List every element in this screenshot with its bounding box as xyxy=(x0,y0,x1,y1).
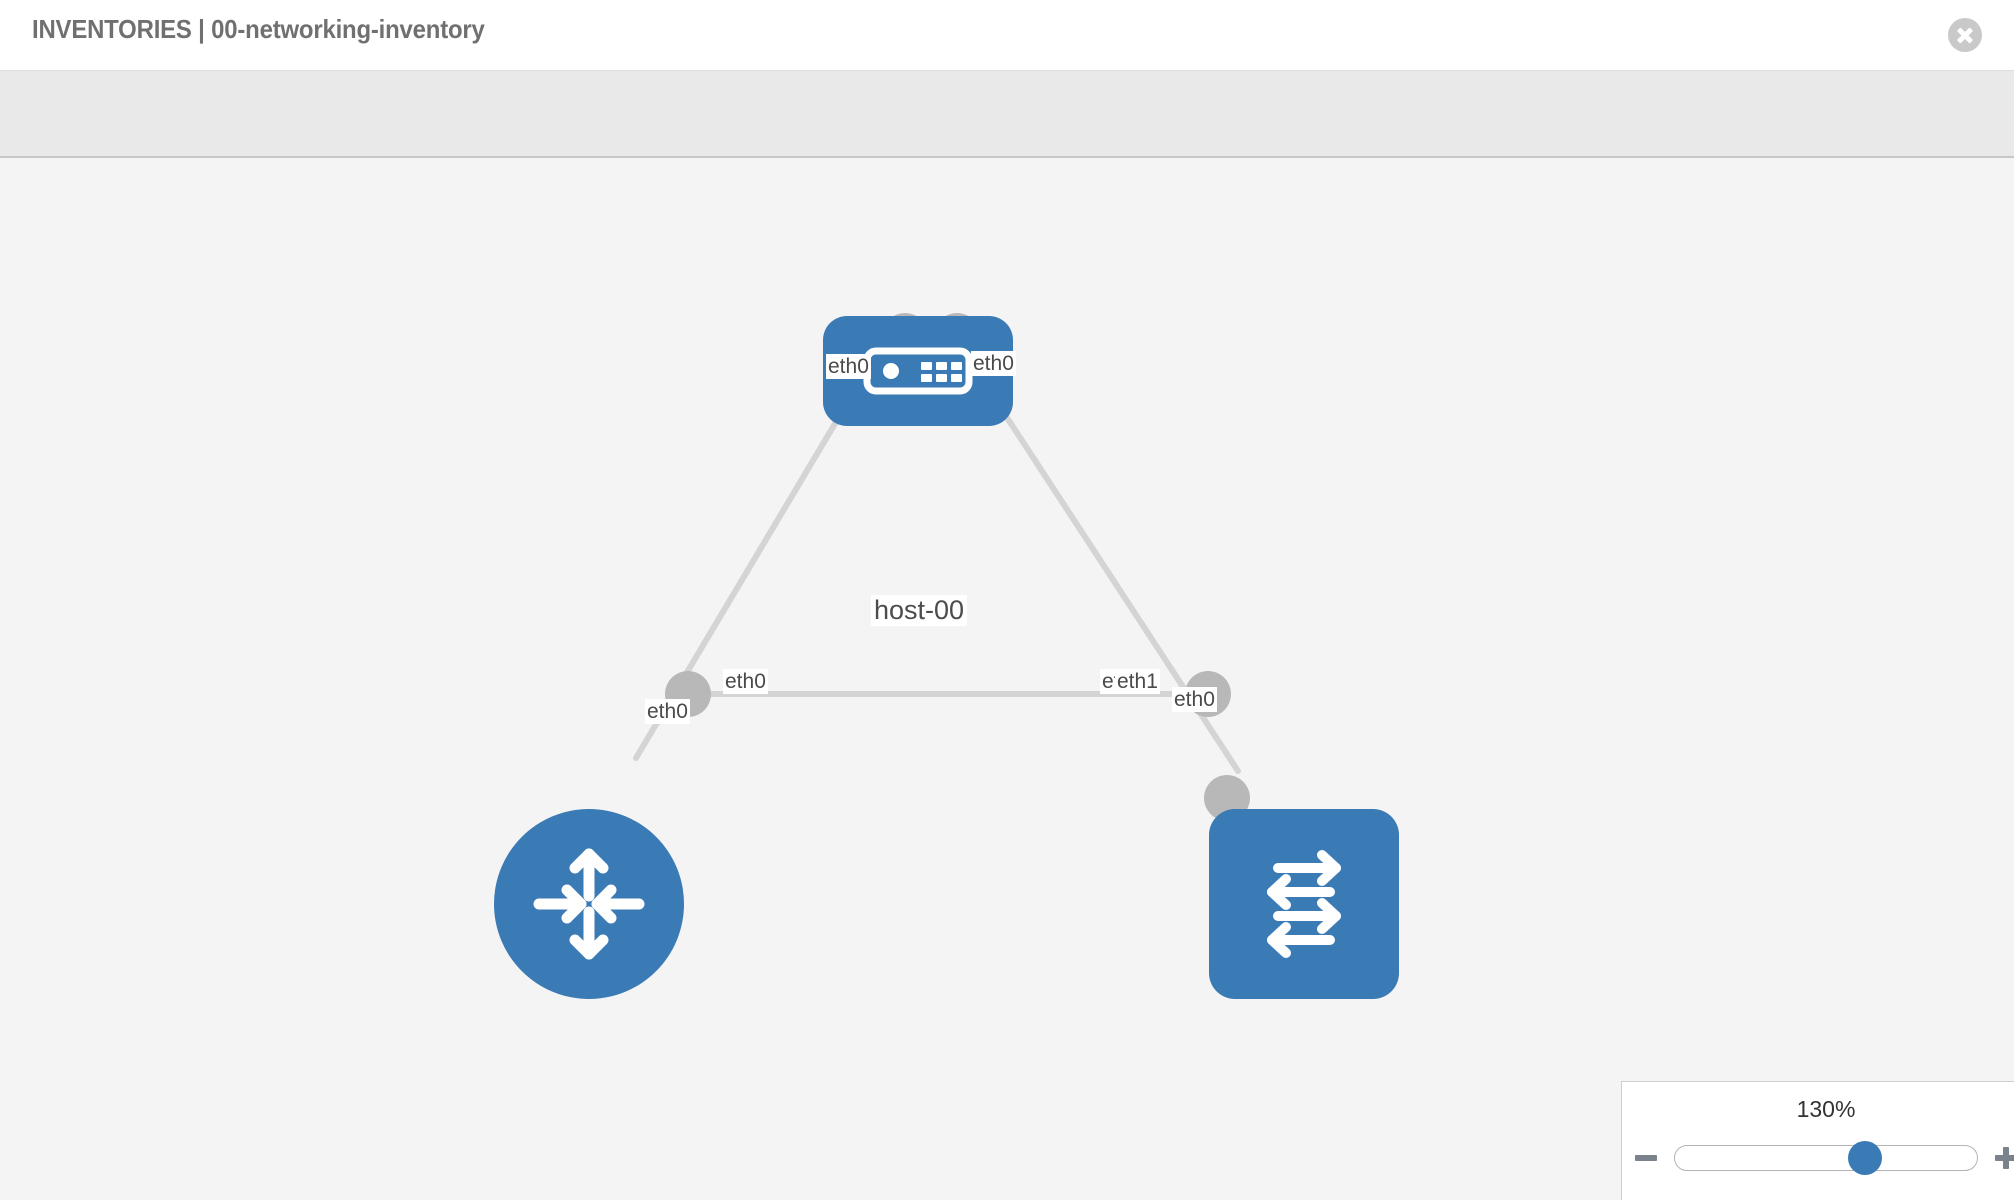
page-header: INVENTORIES | 00-networking-inventory xyxy=(0,0,2014,70)
switch-icon xyxy=(1209,809,1399,999)
router-icon xyxy=(494,809,684,999)
close-icon[interactable] xyxy=(1948,18,1982,52)
node-host-label: host-00 xyxy=(871,595,968,627)
edge-label-router-right: eth0 xyxy=(723,669,768,695)
edge-label-switch-left: eth1 xyxy=(1115,669,1160,695)
topology-canvas[interactable]: host-00 xyxy=(0,158,2014,1200)
zoom-value-label: 130% xyxy=(1796,1096,1856,1122)
edge-label-switch-up: eth0 xyxy=(1172,687,1217,713)
node-switch-shape xyxy=(1209,809,1399,999)
edge-label-router-up: eth0 xyxy=(645,699,690,725)
node-switch-00[interactable]: switch-00 xyxy=(1209,809,1399,999)
node-router-00[interactable]: router-00 xyxy=(494,809,684,999)
edge-label-host-left: eth0 xyxy=(826,354,871,380)
zoom-in-button[interactable] xyxy=(1982,1138,2014,1178)
node-router-shape xyxy=(494,809,684,999)
edge-label-host-right: eth0 xyxy=(971,351,1016,377)
zoom-out-button[interactable] xyxy=(1622,1138,1670,1178)
zoom-slider-thumb[interactable] xyxy=(1848,1141,1883,1175)
toolbar: ACTIONS SEARCH xyxy=(0,70,2014,211)
page-title: INVENTORIES | 00-networking-inventory xyxy=(32,14,485,44)
zoom-slider-row xyxy=(1622,1138,2014,1178)
topology-links xyxy=(633,335,1241,774)
zoom-control-panel: 130% xyxy=(1621,1081,2014,1200)
zoom-slider-track[interactable] xyxy=(1674,1141,1978,1175)
